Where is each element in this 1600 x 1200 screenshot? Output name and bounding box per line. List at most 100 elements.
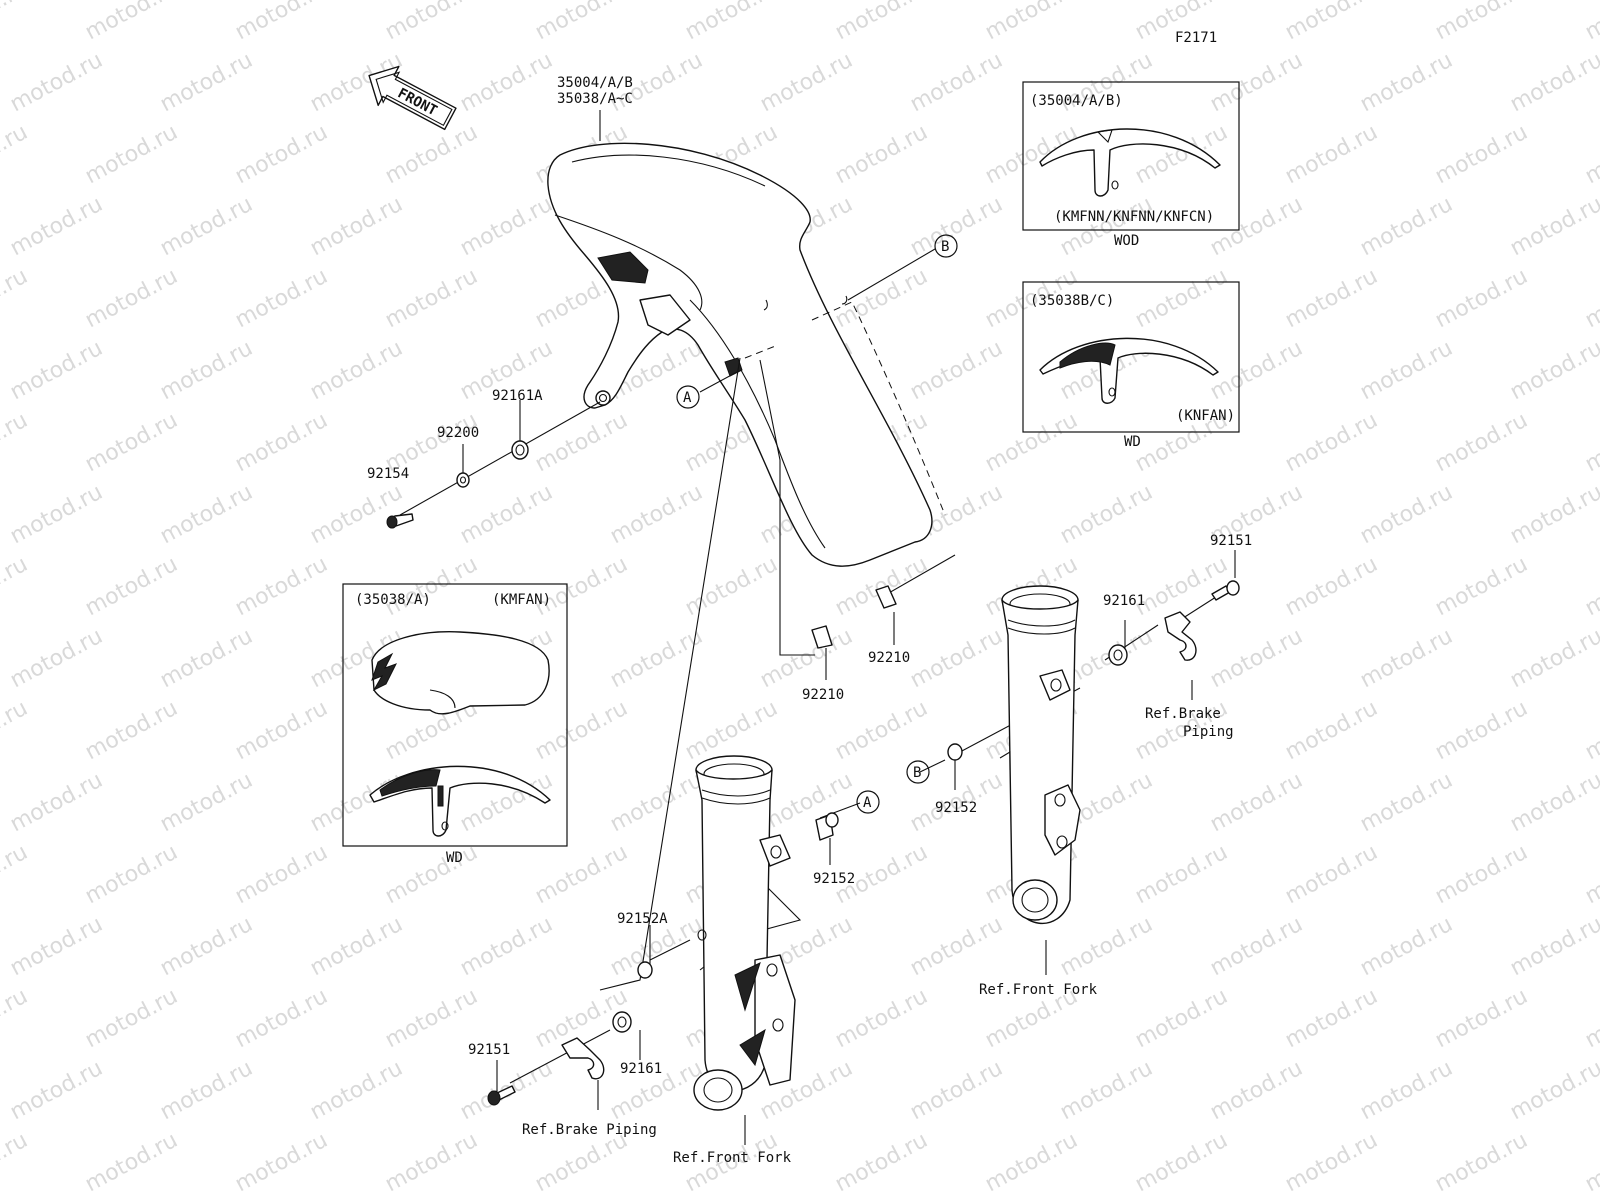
inset-wd-a-caption: WD — [446, 850, 463, 866]
watermark-text: motod.ru — [1206, 336, 1307, 405]
inset-wd-a-title: (35038/A) — [355, 592, 431, 608]
collar-92161-right — [1108, 644, 1128, 666]
callout-b-fork-label: B — [913, 765, 921, 781]
inset-wd-bc-caption: WD — [1124, 434, 1141, 450]
watermark-text: motod.ru — [1581, 840, 1600, 909]
watermark-text: motod.ru — [231, 408, 332, 477]
figure-id: F2171 — [1175, 30, 1217, 46]
watermark-text: motod.ru — [1131, 840, 1232, 909]
callout-a-fender-label: A — [683, 390, 692, 406]
label-92154: 92154 — [367, 466, 409, 482]
watermark-text: motod.ru — [1581, 120, 1600, 189]
watermark-text: motod.ru — [831, 120, 932, 189]
watermark-text: motod.ru — [1581, 408, 1600, 477]
watermark-text: motod.ru — [381, 1128, 482, 1197]
watermark-text: motod.ru — [1431, 264, 1532, 333]
watermark-text: motod.ru — [831, 984, 932, 1053]
watermark-text: motod.ru — [606, 480, 707, 549]
bolt-92151-right — [1211, 580, 1240, 601]
callout-b-top: B — [934, 234, 958, 258]
watermark-text: motod.ru — [381, 264, 482, 333]
watermark-text: motod.ru — [231, 120, 332, 189]
watermark-text: motod.ru — [6, 48, 107, 117]
label-92161A: 92161A — [492, 388, 543, 404]
bolt-92154 — [386, 513, 414, 529]
label-92161-left: 92161 — [620, 1061, 662, 1077]
watermark-text: motod.ru — [231, 840, 332, 909]
watermark-text: motod.ru — [81, 408, 182, 477]
watermark-text: motod.ru — [606, 768, 707, 837]
watermark-text: motod.ru — [381, 120, 482, 189]
label-35004: 35004/A/B — [557, 75, 633, 91]
watermark-text: motod.ru — [81, 840, 182, 909]
watermark-text: motod.ru — [1056, 480, 1157, 549]
watermark-text: motod.ru — [906, 48, 1007, 117]
bracket-brake-left — [561, 1037, 605, 1080]
watermark-text: motod.ru — [1506, 912, 1600, 981]
watermark-text: motod.ru — [1506, 192, 1600, 261]
watermark-text: motod.ru — [81, 1128, 182, 1197]
front-fork-right — [999, 585, 1081, 924]
watermark-text: motod.ru — [681, 552, 782, 621]
label-92151-right: 92151 — [1210, 533, 1252, 549]
watermark-text: motod.ru — [831, 696, 932, 765]
bolt-92151-left — [487, 1085, 516, 1106]
watermark-text: motod.ru — [681, 0, 782, 45]
watermark-text: motod.ru — [306, 480, 407, 549]
watermark-text: motod.ru — [1356, 1056, 1457, 1125]
watermark-text: motod.ru — [306, 912, 407, 981]
ref-front-fork-right: Ref.Front Fork — [979, 982, 1098, 998]
watermark-text: motod.ru — [531, 408, 632, 477]
label-92200: 92200 — [437, 425, 479, 441]
watermark-text: motod.ru — [0, 840, 32, 909]
inset-wod: (35004/A/B) (KMFNN/KNFNN/KNFCN) WOD — [1022, 81, 1240, 249]
watermark-text: motod.ru — [1131, 552, 1232, 621]
watermark-text: motod.ru — [1206, 192, 1307, 261]
watermark-text: motod.ru — [1506, 624, 1600, 693]
watermark-text: motod.ru — [531, 0, 632, 45]
watermark-text: motod.ru — [81, 984, 182, 1053]
watermark-text: motod.ru — [156, 1056, 257, 1125]
watermark-text: motod.ru — [6, 1056, 107, 1125]
watermark-text: motod.ru — [156, 192, 257, 261]
watermark-text: motod.ru — [981, 1128, 1082, 1197]
watermark-text: motod.ru — [1206, 1056, 1307, 1125]
washer-92161A — [511, 440, 529, 460]
watermark-text: motod.ru — [81, 264, 182, 333]
watermark-text: motod.ru — [1506, 48, 1600, 117]
leader-lines — [399, 110, 1236, 1145]
watermark-text: motod.ru — [306, 192, 407, 261]
watermark-text: motod.ru — [981, 408, 1082, 477]
watermark-text: motod.ru — [381, 552, 482, 621]
watermark-text: motod.ru — [1131, 984, 1232, 1053]
watermark-text: motod.ru — [1356, 912, 1457, 981]
watermark-text: motod.ru — [1131, 1128, 1232, 1197]
watermark-text: motod.ru — [456, 192, 557, 261]
washer-92200 — [456, 472, 470, 488]
watermark-text: motod.ru — [1581, 552, 1600, 621]
watermark-text: motod.ru — [1281, 120, 1382, 189]
bracket-brake-right — [1164, 611, 1197, 661]
watermark-text: motod.ru — [0, 1128, 32, 1197]
inset-wd-35038bc: (35038B/C) (KNFAN) WD — [1022, 281, 1240, 450]
watermark-text: motod.ru — [0, 552, 32, 621]
watermark-text: motod.ru — [0, 984, 32, 1053]
clip-92210-left — [811, 625, 833, 649]
front-fork-left — [693, 755, 796, 1111]
watermark-text: motod.ru — [531, 552, 632, 621]
watermark-text: motod.ru — [1281, 984, 1382, 1053]
watermark-text: motod.ru — [1281, 840, 1382, 909]
watermark-text: motod.ru — [831, 0, 932, 45]
watermark-text: motod.ru — [231, 1128, 332, 1197]
watermark-text: motod.ru — [81, 120, 182, 189]
watermark-text: motod.ru — [1431, 0, 1532, 45]
watermark-text: motod.ru — [831, 264, 932, 333]
watermark-text: motod.ru — [906, 912, 1007, 981]
watermark-text: motod.ru — [156, 912, 257, 981]
watermark-text: motod.ru — [306, 1056, 407, 1125]
callout-b-top-label: B — [941, 239, 949, 255]
watermark-text: motod.ru — [1581, 696, 1600, 765]
watermark-text: motod.ru — [1056, 192, 1157, 261]
